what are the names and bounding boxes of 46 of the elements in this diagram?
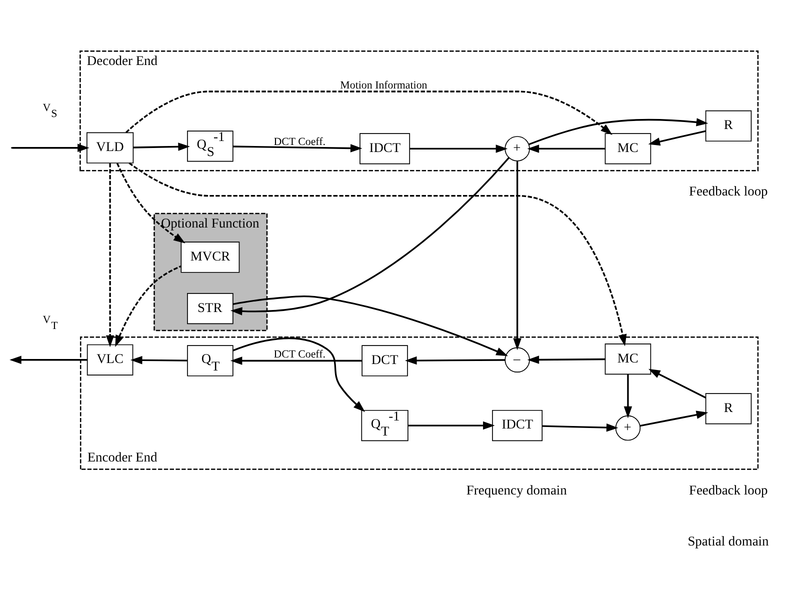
arrow (12, 143, 90, 152)
node-box: VLC (86, 344, 134, 375)
node-circle: – (504, 346, 530, 372)
node-circle: + (615, 414, 641, 440)
edge-label: Motion Information (340, 78, 428, 91)
arrow (106, 162, 114, 347)
arrow (116, 162, 186, 243)
arrow (115, 264, 182, 347)
arrow (404, 356, 506, 364)
arrow (126, 90, 612, 134)
arrow (230, 356, 362, 364)
arrow (527, 144, 605, 152)
label: Spatial domain (688, 533, 769, 548)
arrow (128, 162, 627, 346)
node-box: MC (604, 343, 652, 374)
edge-label: DCT Coeff. (274, 135, 326, 148)
arrow (640, 410, 708, 426)
arrow (648, 368, 706, 398)
label: Feedback loop (688, 482, 768, 497)
arrow (130, 356, 188, 364)
node-box: MVCR (180, 241, 240, 272)
arrow (648, 130, 706, 146)
node-box: IDCT (360, 132, 410, 164)
arrow (410, 144, 508, 152)
label: Frequency domain (466, 482, 567, 497)
edge-label: DCT Coeff. (274, 348, 326, 360)
arrow (408, 420, 495, 430)
node-box: R (705, 392, 752, 424)
arrow (232, 336, 366, 412)
node-box: R (705, 110, 752, 142)
node-box: STR (187, 292, 234, 324)
node-box: MC (604, 132, 652, 164)
label: Feedback loop (688, 183, 768, 198)
arrow (527, 355, 606, 364)
arrow (513, 160, 522, 350)
node-circle: + (504, 136, 530, 161)
node-box: DCT (362, 344, 408, 376)
arrow (133, 142, 190, 150)
arrow (624, 374, 632, 418)
arrow (232, 144, 362, 152)
arrow (542, 422, 618, 432)
arrow (232, 295, 508, 356)
arrow (230, 156, 510, 315)
arrow (528, 118, 708, 145)
node-box: VLD (86, 132, 134, 163)
node-box: IDCT (492, 409, 543, 441)
